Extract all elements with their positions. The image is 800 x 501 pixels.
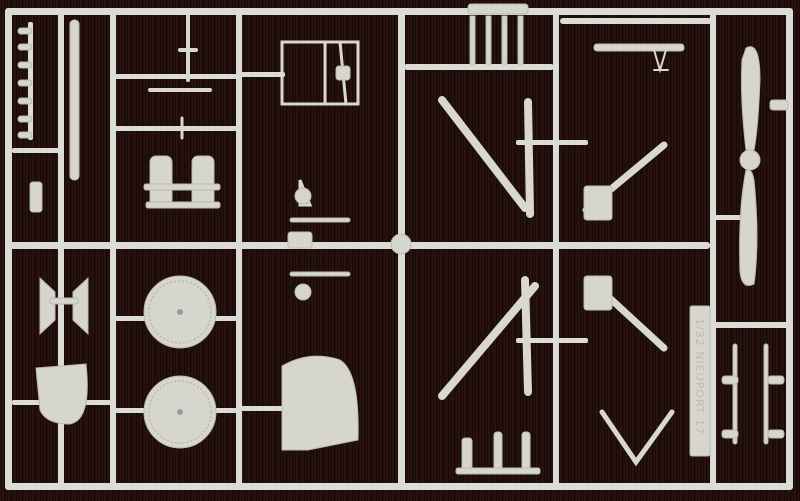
kit-name-plate: 1/32 NIEUPORT 17 [689, 305, 711, 457]
small-parts-left-column [17, 19, 80, 213]
sprue-frame [5, 8, 793, 490]
control-horns [287, 179, 351, 301]
cabane-frame [280, 40, 360, 106]
small-parts-lower-right [721, 343, 785, 445]
small-parts-bottom-center [455, 431, 541, 475]
sprue-hub [390, 233, 412, 255]
propeller-part [739, 46, 789, 286]
tail-fin-part [281, 355, 359, 451]
small-parts-top-center-left [143, 14, 232, 209]
top-struts [467, 3, 529, 65]
kit-name-label: 1/32 NIEUPORT 17 [693, 318, 706, 435]
strut-parts-lower-left [39, 276, 89, 336]
top-right-bracket [593, 43, 685, 74]
wheel-upper [143, 275, 217, 349]
wheel-lower [143, 375, 217, 449]
diagonal-struts [438, 96, 675, 467]
cowling-part [35, 363, 88, 425]
